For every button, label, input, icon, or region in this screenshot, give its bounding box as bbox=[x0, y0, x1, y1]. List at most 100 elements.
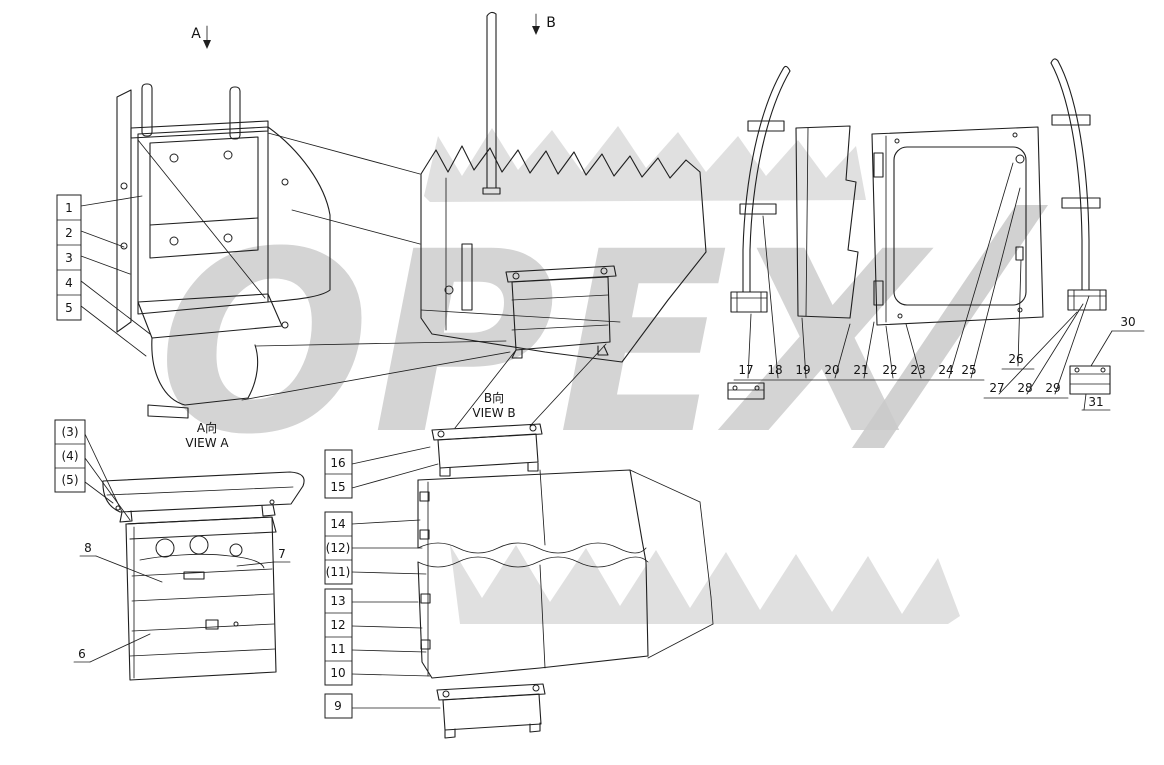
plate-break-lower bbox=[417, 556, 649, 568]
callout-30-label: 30 bbox=[1120, 315, 1135, 329]
arm-clamp-lower bbox=[739, 203, 777, 215]
cab-plate bbox=[420, 145, 707, 363]
opex-watermark: OPEX bbox=[158, 126, 1048, 624]
callout-8: 8 bbox=[84, 541, 92, 555]
callout-30: 30 bbox=[1111, 315, 1145, 332]
view-a-cn: A向 bbox=[197, 420, 217, 435]
torn-panel bbox=[795, 125, 859, 319]
marker-a-label: A bbox=[191, 26, 201, 42]
leader-lines bbox=[80, 162, 1113, 709]
callout-15: 15 bbox=[330, 480, 345, 494]
plate-bolt-3 bbox=[420, 593, 431, 604]
callout-11: 11 bbox=[330, 642, 345, 656]
watermark-torn-band-bottom bbox=[450, 545, 960, 624]
toolbox-lid bbox=[102, 471, 305, 523]
callout-stack-mid-mid: 14 (12) (11) bbox=[324, 511, 353, 585]
callout-6: 6 bbox=[78, 647, 86, 661]
viewb-plate bbox=[417, 469, 649, 679]
toolbox-hole-1 bbox=[155, 538, 175, 558]
door-window bbox=[893, 146, 1027, 306]
plate-hole bbox=[444, 285, 454, 295]
callout-20: 20 bbox=[824, 363, 839, 377]
frame-left-rail bbox=[116, 89, 132, 333]
arm-foot bbox=[727, 382, 765, 400]
callout-24: 24 bbox=[938, 363, 953, 377]
watermark-torn-band-top bbox=[424, 126, 866, 202]
bracket-body bbox=[511, 276, 611, 351]
toolbox-callouts: 8 7 6 bbox=[73, 541, 291, 663]
callout-27: 27 bbox=[989, 381, 1004, 395]
plate-inner bbox=[539, 469, 546, 669]
callout-paren-11: (11) bbox=[326, 565, 351, 579]
bracket-rib1 bbox=[511, 294, 609, 301]
marker-b-label: B bbox=[546, 15, 556, 31]
bracket-feet bbox=[511, 345, 609, 359]
callout-stack-mid-top: 16 15 bbox=[324, 449, 353, 499]
frame-foot bbox=[147, 404, 189, 419]
frame-panel bbox=[149, 136, 259, 259]
callout-2: 2 bbox=[65, 226, 73, 240]
callout-29: 29 bbox=[1045, 381, 1060, 395]
plate-bolt-1 bbox=[419, 491, 430, 502]
section-marker-a: A bbox=[191, 25, 211, 49]
callout-22: 22 bbox=[882, 363, 897, 377]
viewb-lower-bracket bbox=[436, 683, 546, 739]
bracket-top-bar bbox=[505, 265, 617, 283]
door-hinge-upper bbox=[873, 152, 884, 178]
callout-17: 17 bbox=[738, 363, 753, 377]
callout-19: 19 bbox=[795, 363, 810, 377]
view-a-label: A向 VIEW A bbox=[185, 420, 229, 450]
post-foot bbox=[482, 187, 501, 195]
callout-26: 26 bbox=[1001, 352, 1035, 370]
door-hinge-lower bbox=[873, 280, 884, 306]
callout-stack-mid-low: 13 12 11 10 bbox=[324, 588, 353, 686]
plate-torn-top-edge bbox=[420, 145, 701, 179]
right-mirror-arm bbox=[1050, 58, 1107, 311]
viewb-upper-bracket bbox=[431, 423, 543, 477]
frame-assembly bbox=[116, 83, 331, 419]
plate-strip bbox=[461, 243, 473, 311]
plate-break-upper bbox=[417, 542, 647, 554]
callout-5: 5 bbox=[65, 301, 73, 315]
door-latch bbox=[1015, 246, 1024, 261]
view-b-label: B向 VIEW B bbox=[472, 390, 515, 420]
view-a-en: VIEW A bbox=[185, 436, 229, 450]
center-bracket bbox=[505, 265, 617, 359]
frame-diagonal bbox=[137, 139, 266, 299]
callout-paren-12: (12) bbox=[326, 541, 351, 555]
callout-3: 3 bbox=[65, 251, 73, 265]
toolbox-body bbox=[125, 516, 277, 681]
plate-outline bbox=[420, 171, 707, 363]
toolbox-curve bbox=[139, 553, 265, 569]
door-frame bbox=[871, 126, 1044, 326]
watermark-text: OPEX bbox=[158, 198, 934, 489]
callout-31: 31 bbox=[1081, 395, 1111, 411]
callout-31-label: 31 bbox=[1088, 395, 1103, 409]
callout-paren-5: (5) bbox=[62, 473, 79, 487]
frame-side-plate bbox=[267, 126, 331, 303]
callout-9: 9 bbox=[324, 693, 353, 719]
callout-13: 13 bbox=[330, 594, 345, 608]
callout-10: 10 bbox=[330, 666, 345, 680]
view-b-en: VIEW B bbox=[472, 406, 515, 420]
callout-23: 23 bbox=[910, 363, 925, 377]
callout-paren-4: (4) bbox=[62, 449, 79, 463]
callout-16: 16 bbox=[330, 456, 345, 470]
arm-bracket bbox=[730, 291, 768, 313]
section-marker-b: B bbox=[532, 13, 556, 35]
arm-clamp-upper bbox=[747, 120, 785, 132]
plate-bolt-2 bbox=[419, 529, 430, 540]
callout-4: 4 bbox=[65, 276, 73, 290]
callout-stack-paren: (3) (4) (5) bbox=[54, 419, 86, 493]
frame-post-left bbox=[141, 83, 153, 137]
arm2-bracket bbox=[1067, 289, 1107, 311]
callout-26-label: 26 bbox=[1008, 352, 1023, 366]
callout-9-label: 9 bbox=[334, 699, 342, 713]
left-mirror-arm bbox=[727, 65, 791, 400]
view-b-cn: B向 bbox=[484, 390, 504, 405]
callout-28: 28 bbox=[1017, 381, 1032, 395]
arm2-clamp-upper bbox=[1051, 114, 1091, 126]
callout-paren-3: (3) bbox=[62, 425, 79, 439]
callout-7: 7 bbox=[278, 547, 286, 561]
frame-post-right bbox=[229, 86, 241, 140]
